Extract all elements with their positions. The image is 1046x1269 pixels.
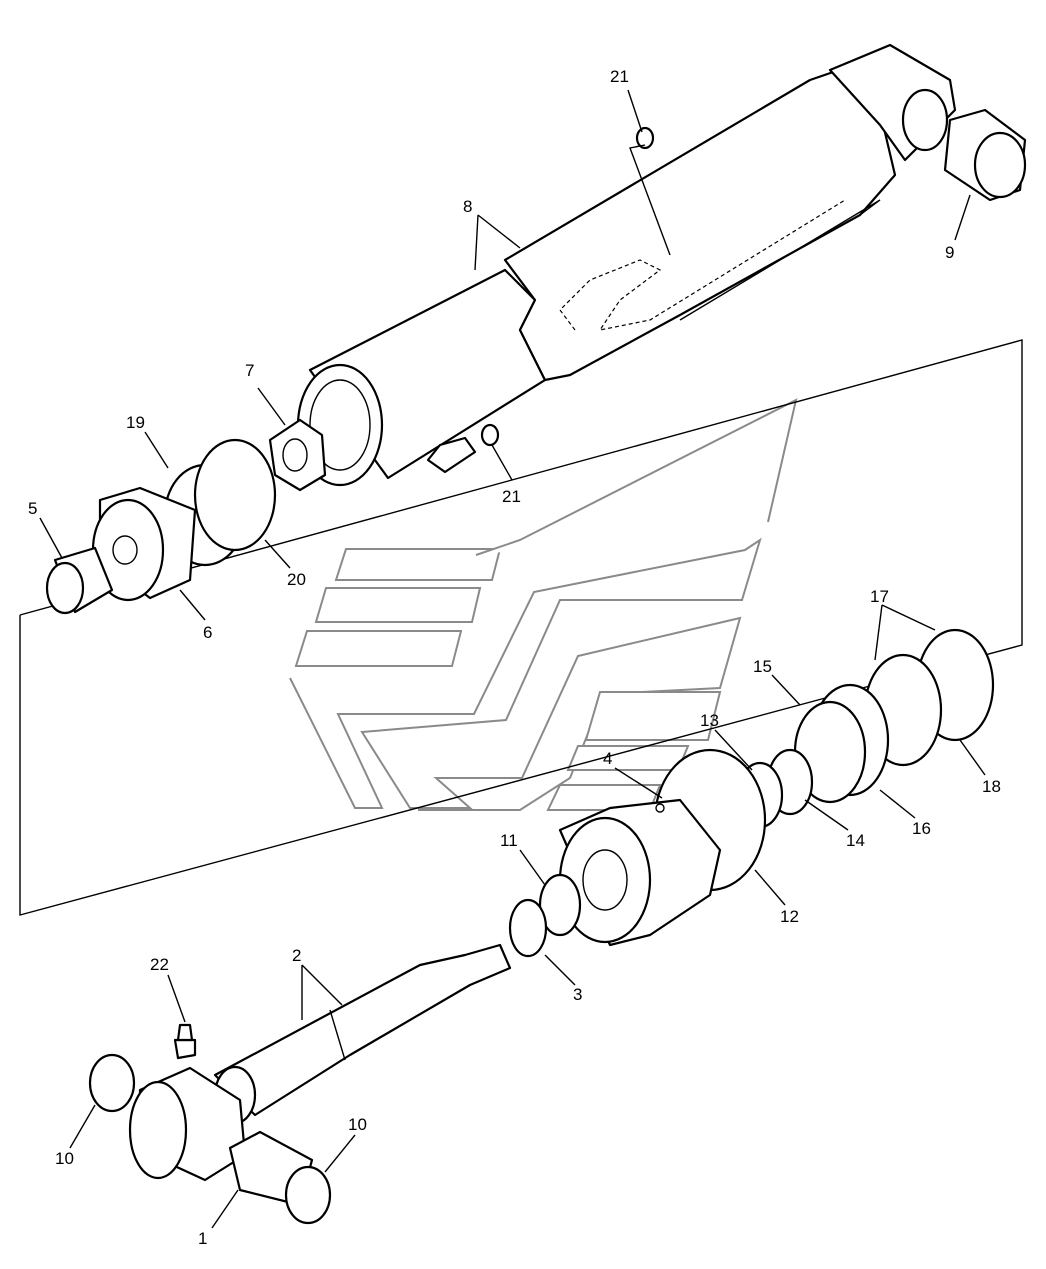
callout-1: 1 xyxy=(198,1229,207,1248)
callout-19: 19 xyxy=(126,413,145,432)
seal-ring-10-right xyxy=(284,1165,332,1225)
callout-8: 8 xyxy=(463,197,472,216)
callout-21-lower: 21 xyxy=(502,487,521,506)
callout-18: 18 xyxy=(982,777,1001,796)
bushing-5 xyxy=(45,546,114,615)
callout-11: 11 xyxy=(500,831,518,850)
cylinder-barrel xyxy=(296,43,957,487)
piston-rod-2 xyxy=(213,943,512,1125)
callout-12: 12 xyxy=(780,907,799,926)
callout-16: 16 xyxy=(912,819,931,838)
callout-13: 13 xyxy=(700,711,719,730)
nut-7 xyxy=(268,418,327,492)
callout-4: 4 xyxy=(603,749,612,768)
o-ring-21-lower xyxy=(480,423,500,447)
leader-lines xyxy=(39,89,986,1229)
callout-7: 7 xyxy=(245,361,254,380)
callout-17: 17 xyxy=(870,587,889,606)
callout-3: 3 xyxy=(573,985,582,1004)
ring-20 xyxy=(193,438,277,552)
callout-22: 22 xyxy=(150,955,169,974)
gland-6 xyxy=(91,486,197,602)
pin-9 xyxy=(943,108,1027,202)
watermark-logo xyxy=(289,398,798,811)
callout-5: 5 xyxy=(28,499,37,518)
callout-15: 15 xyxy=(753,657,772,676)
seal-ring-10-left xyxy=(88,1053,136,1113)
grease-fitting-22 xyxy=(173,1023,197,1060)
callout-6: 6 xyxy=(203,623,212,642)
piston-4 xyxy=(558,798,722,947)
callout-9: 9 xyxy=(945,243,954,262)
callout-20: 20 xyxy=(287,570,306,589)
callout-10-left: 10 xyxy=(55,1149,74,1168)
o-ring-21-top xyxy=(635,126,655,150)
ring-11 xyxy=(538,873,582,937)
callout-21-top: 21 xyxy=(610,67,629,86)
callout-labels: 21 8 9 7 19 21 5 20 6 17 15 13 4 18 14 1… xyxy=(28,67,1001,1248)
snap-ring-3 xyxy=(508,898,548,958)
callout-14: 14 xyxy=(846,831,865,850)
callout-10-right: 10 xyxy=(348,1115,367,1134)
callout-2: 2 xyxy=(292,946,301,965)
assembly-center-line xyxy=(19,339,1023,916)
